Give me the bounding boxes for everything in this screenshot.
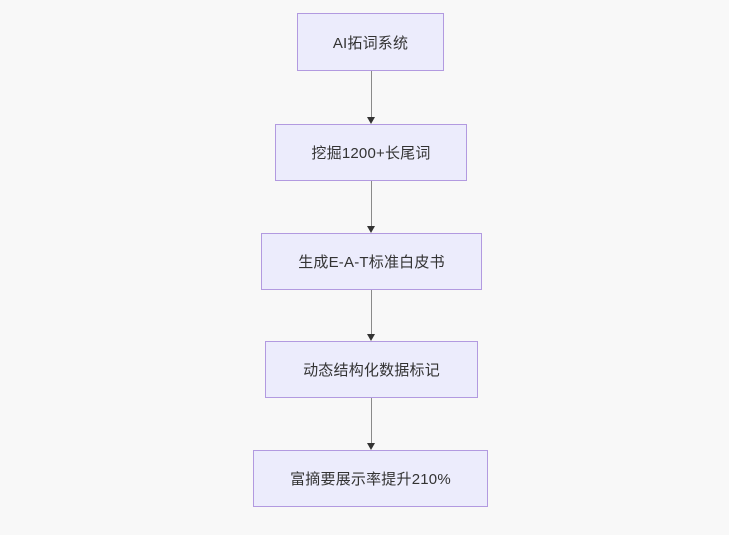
edge-n4-n5 [371,398,372,443]
edge-n3-n4 [371,290,372,334]
flow-node-label: 动态结构化数据标记 [303,362,440,379]
arrowhead-n2-n3 [366,226,375,233]
flow-node-ai-keyword-system[interactable]: AI拓词系统 [297,13,444,71]
flow-node-label: AI拓词系统 [332,34,409,52]
arrowhead-n3-n4 [366,334,375,341]
arrowhead-n4-n5 [366,443,375,450]
flow-node-label: 富摘要展示率提升210% [290,471,451,488]
flow-node-label: 生成E-A-T标准白皮书 [298,254,445,271]
flow-node-dynamic-structured-data-markup[interactable]: 动态结构化数据标记 [265,341,478,398]
edge-n2-n3 [371,181,372,226]
flow-node-mine-longtail-keywords[interactable]: 挖掘1200+长尾词 [275,124,467,181]
flow-node-label: 挖掘1200+长尾词 [311,145,431,162]
arrowhead-n1-n2 [366,117,375,124]
flow-node-rich-snippet-impression-increase[interactable]: 富摘要展示率提升210% [253,450,488,507]
flow-node-generate-eat-whitepaper[interactable]: 生成E-A-T标准白皮书 [261,233,482,290]
edge-n1-n2 [371,71,372,117]
